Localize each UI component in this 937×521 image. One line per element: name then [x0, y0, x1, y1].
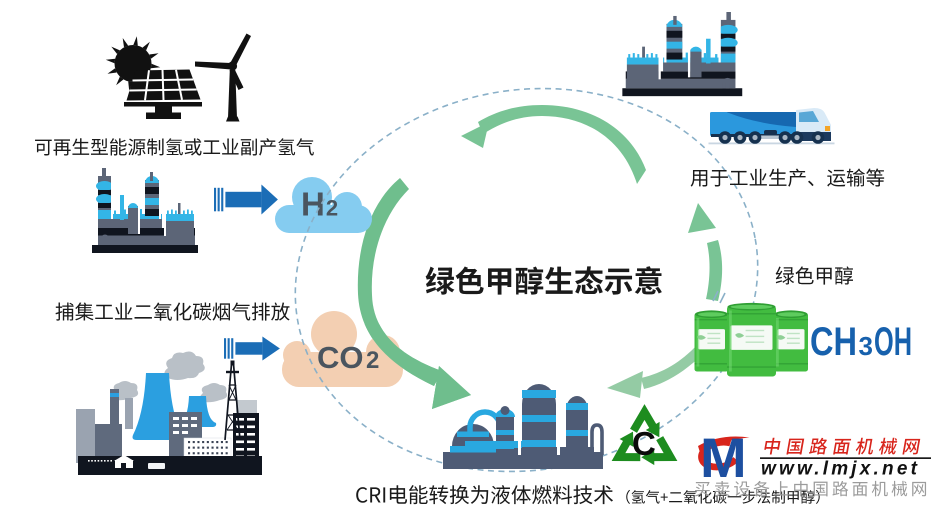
svg-text:www.lmjx.net: www.lmjx.net [761, 459, 920, 480]
svg-text:OH: OH [874, 320, 912, 364]
svg-text:3: 3 [859, 331, 873, 361]
svg-text:C: C [632, 425, 656, 462]
svg-text:M: M [700, 426, 747, 489]
svg-text:CH: CH [810, 320, 857, 364]
